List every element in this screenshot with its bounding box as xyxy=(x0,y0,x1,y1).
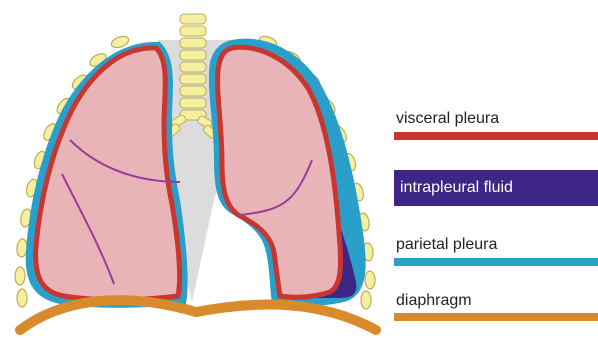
rib xyxy=(361,291,371,309)
legend-label-visceral-pleura: visceral pleura xyxy=(396,110,499,128)
rib xyxy=(17,289,27,307)
legend-swatch-intrapleural-fluid: intrapleural fluid xyxy=(394,170,598,206)
rib xyxy=(15,267,26,285)
trachea-ring xyxy=(180,62,206,72)
trachea-ring xyxy=(180,26,206,36)
trachea-ring xyxy=(180,38,206,48)
legend-swatch-parietal-pleura xyxy=(394,258,598,266)
trachea-ring xyxy=(180,14,206,24)
left-lung xyxy=(36,48,180,300)
trachea-ring xyxy=(180,74,206,84)
legend-label-intrapleural-fluid: intrapleural fluid xyxy=(400,179,513,197)
legend-label-parietal-pleura: parietal pleura xyxy=(396,236,497,254)
legend-swatch-visceral-pleura xyxy=(394,132,598,140)
trachea-ring xyxy=(180,86,206,96)
rib xyxy=(365,271,376,289)
trachea-ring xyxy=(180,98,206,108)
legend-label-diaphragm: diaphragm xyxy=(396,292,472,310)
right-lung xyxy=(218,47,341,297)
trachea-ring xyxy=(180,50,206,60)
legend-swatch-diaphragm xyxy=(394,313,598,321)
